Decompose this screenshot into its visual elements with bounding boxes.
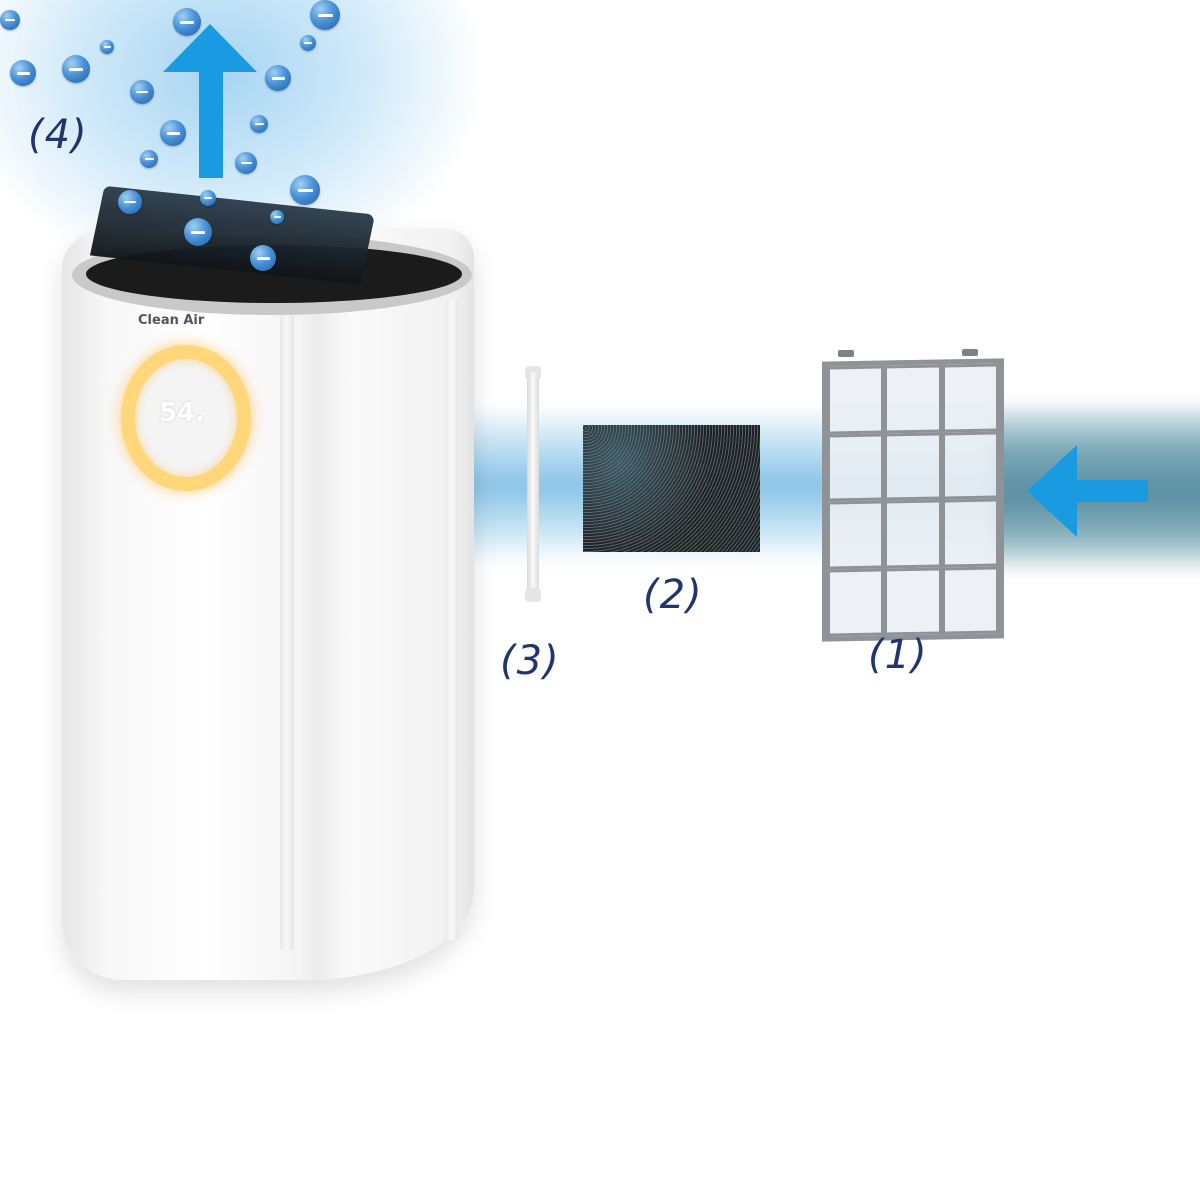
filter-cell (884, 431, 942, 501)
negative-ion-icon (250, 115, 268, 133)
negative-ion-icon (160, 120, 186, 146)
carbon-foam-filter (583, 425, 760, 552)
negative-ion-icon (140, 150, 158, 168)
negative-ion-icon (310, 0, 340, 30)
negative-ion-icon (270, 210, 284, 224)
negative-ion-icon (300, 35, 316, 51)
filter-clip (838, 350, 854, 357)
label-uv-lamp: (3) (500, 638, 560, 684)
negative-ion-icon (130, 80, 154, 104)
negative-ion-icon (200, 190, 216, 206)
uv-lamp (527, 372, 539, 597)
negative-ion-icon (118, 190, 142, 214)
label-ionizer: (4) (28, 112, 88, 158)
unit-seam-front (280, 300, 294, 950)
arrow-up-shaft (199, 70, 223, 178)
humidity-display: 54. (158, 398, 206, 428)
filter-cell (884, 364, 942, 434)
label-pre-filter: (1) (868, 632, 928, 678)
negative-ion-icon (265, 65, 291, 91)
filter-cell (941, 498, 999, 567)
arrow-left-shaft (1076, 480, 1148, 502)
filter-cell (941, 565, 999, 635)
negative-ion-icon (250, 245, 276, 271)
filter-cell (884, 566, 942, 636)
label-carbon-filter: (2) (643, 572, 703, 618)
negative-ion-icon (290, 175, 320, 205)
brand-logo: Clean Air (138, 313, 205, 328)
filter-cell (941, 430, 999, 500)
uv-lamp-cap-bottom (525, 588, 541, 602)
dehumidifier-unit (62, 228, 474, 980)
negative-ion-icon (0, 10, 20, 30)
arrow-left-head (1027, 445, 1077, 537)
pre-filter-mesh (822, 358, 1004, 642)
filter-clip (962, 349, 978, 356)
negative-ion-icon (100, 40, 114, 54)
filter-cell (941, 363, 999, 432)
filter-cell (884, 499, 942, 569)
unit-seam-side (445, 300, 459, 940)
filter-cell (827, 568, 885, 637)
negative-ion-icon (62, 55, 90, 83)
negative-ion-icon (235, 152, 257, 174)
negative-ion-icon (10, 60, 36, 86)
filter-cell (827, 365, 885, 435)
arrow-up-head (163, 24, 257, 72)
negative-ion-icon (184, 218, 212, 246)
filter-cell (827, 500, 885, 570)
filter-cell (827, 433, 885, 502)
